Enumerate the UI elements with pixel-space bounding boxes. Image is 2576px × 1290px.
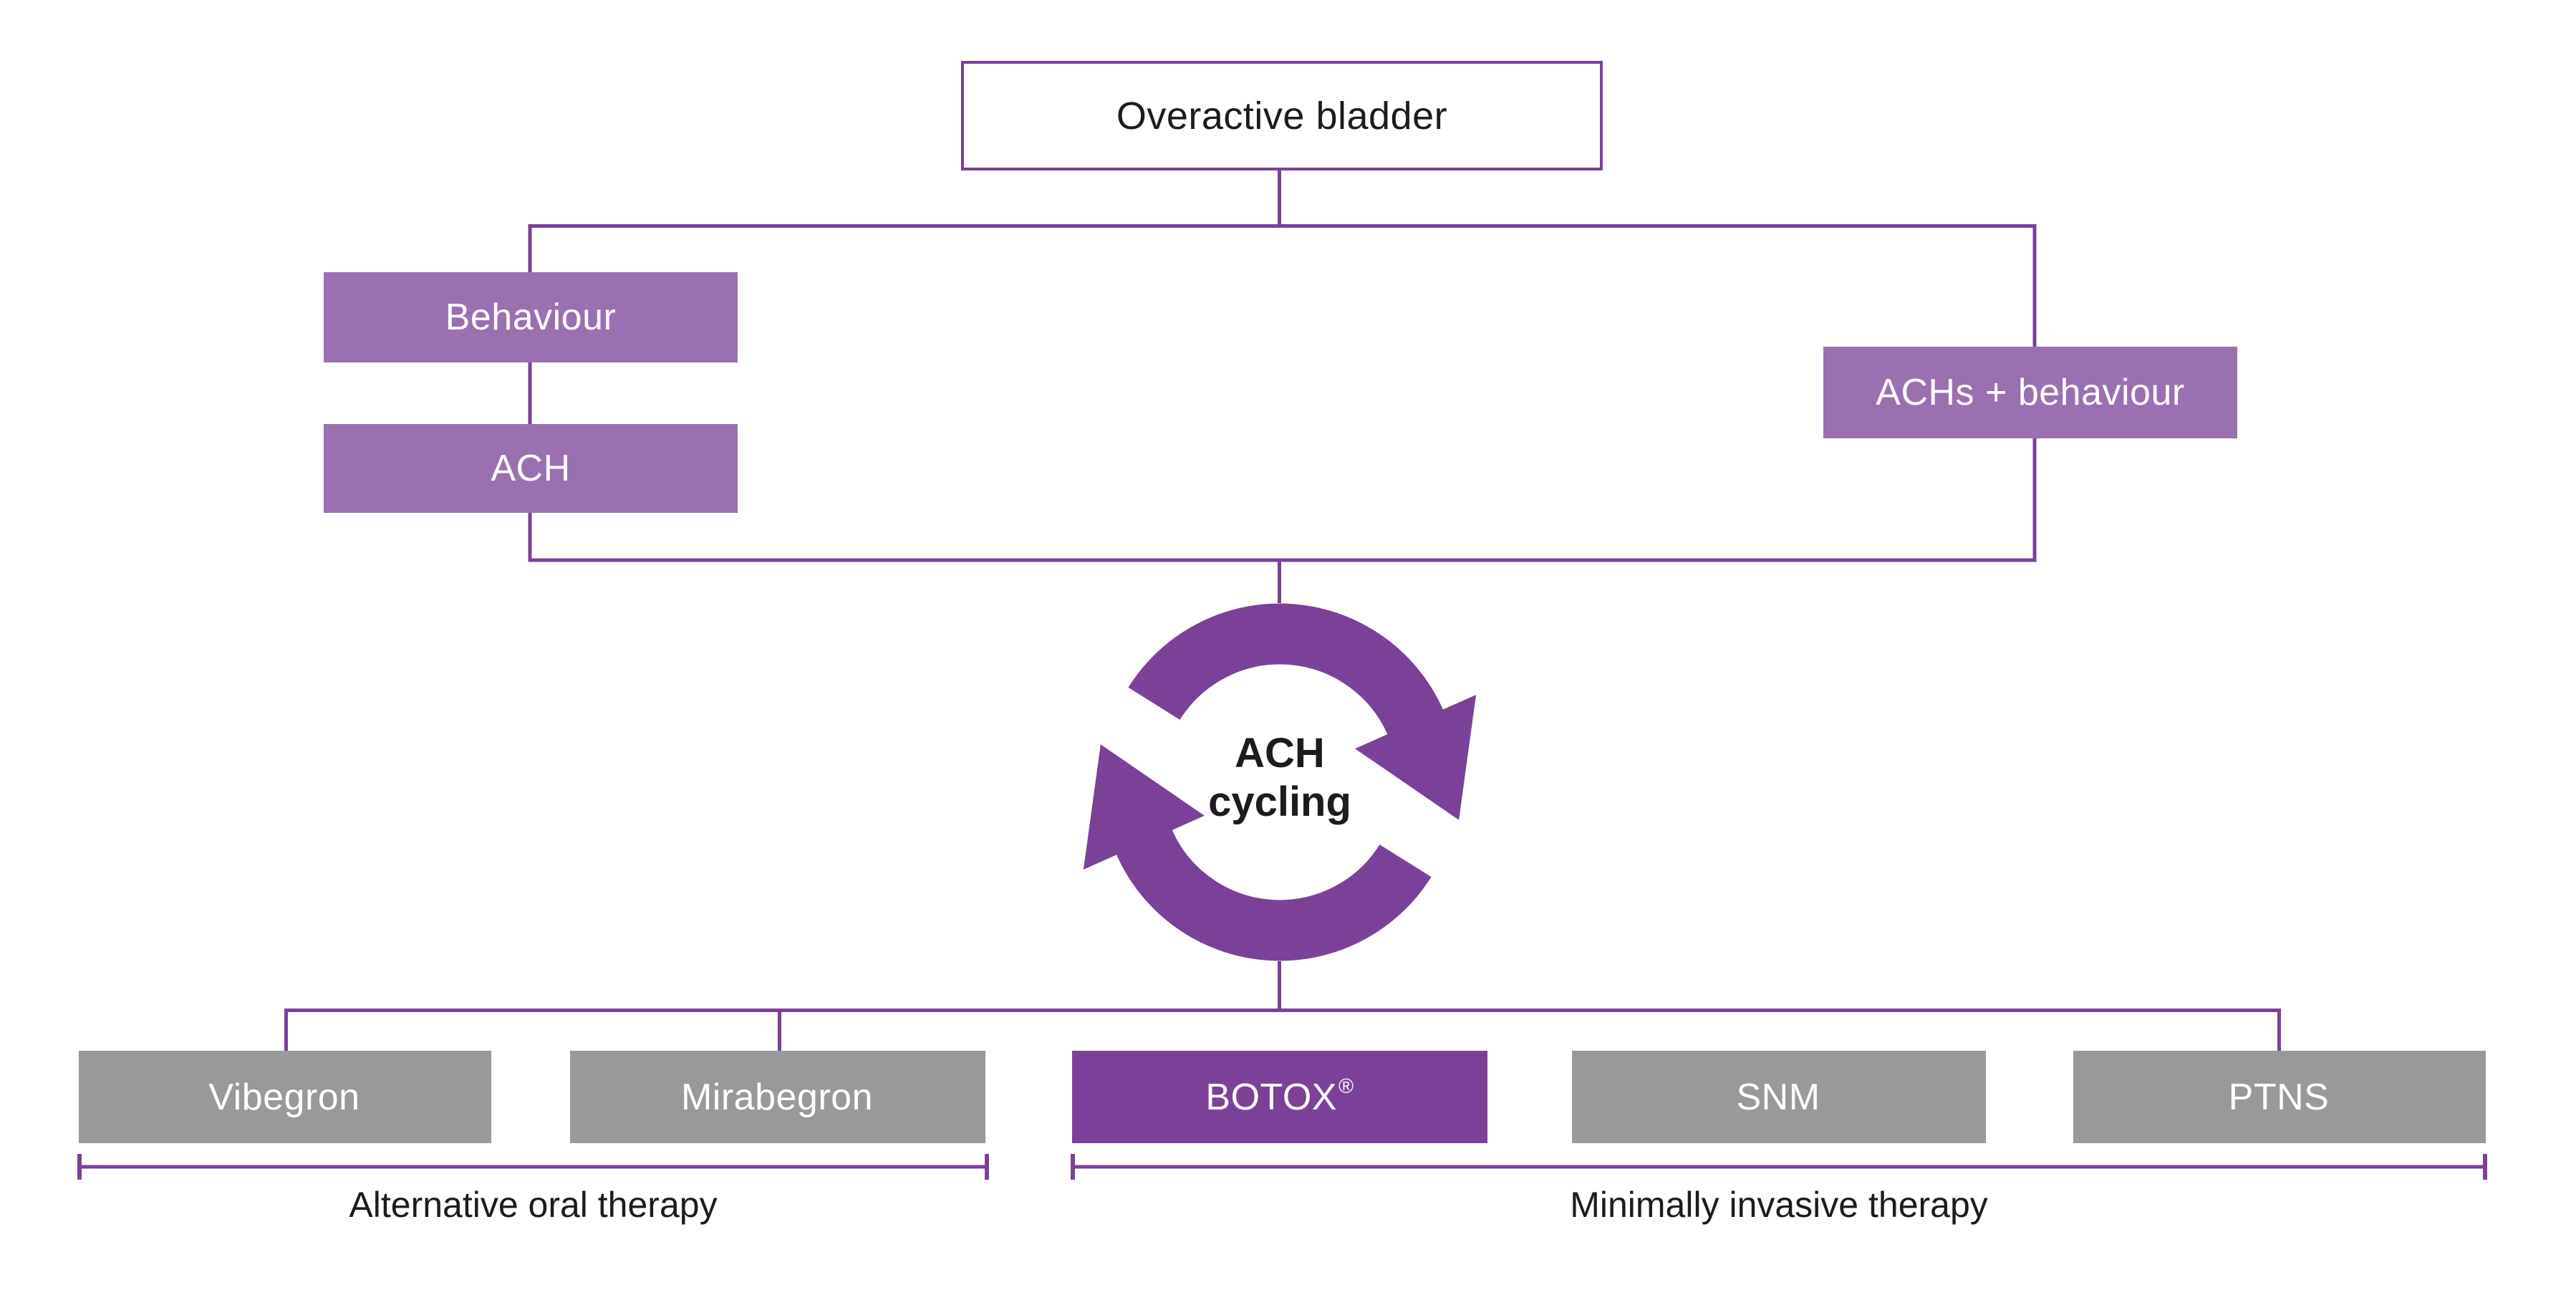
ach-box: ACH: [324, 424, 738, 513]
botox-box: BOTOX®: [1072, 1051, 1487, 1143]
overactive-bladder-box: Overactive bladder: [961, 61, 1603, 170]
ptns-box: PTNS: [2073, 1051, 2486, 1143]
cycle-arrows-icon: [1083, 603, 1477, 961]
left-group-bracket-ticks: [77, 1154, 989, 1180]
treatment-connector-line: [284, 1009, 2281, 1051]
vibegron-box: Vibegron: [79, 1051, 491, 1143]
branch-bracket: [528, 224, 2037, 562]
ptns-label: PTNS: [2228, 1076, 2330, 1118]
right-group-bracket-ticks: [1071, 1154, 2487, 1180]
alternative-oral-therapy-label: Alternative oral therapy: [349, 1185, 718, 1225]
minimally-invasive-therapy-label: Minimally invasive therapy: [1570, 1185, 1988, 1225]
achs-plus-behaviour-label: ACHs + behaviour: [1876, 372, 2185, 413]
behaviour-box: Behaviour: [324, 272, 738, 362]
botox-label: BOTOX®: [1205, 1074, 1354, 1118]
ach-cycling-line1: ACH: [1235, 730, 1325, 776]
snm-label: SNM: [1736, 1076, 1820, 1118]
achs-plus-behaviour-box: ACHs + behaviour: [1823, 347, 2237, 438]
ach-cycling-line2: cycling: [1208, 779, 1351, 825]
mirabegron-label: Mirabegron: [680, 1076, 874, 1118]
ach-cycling-label: ACH cycling: [1144, 729, 1416, 827]
behaviour-label: Behaviour: [445, 297, 617, 338]
vibegron-label: Vibegron: [208, 1076, 360, 1118]
snm-box: SNM: [1572, 1051, 1986, 1143]
overactive-bladder-label: Overactive bladder: [1116, 94, 1448, 138]
ach-label: ACH: [491, 448, 571, 489]
mirabegron-box: Mirabegron: [570, 1051, 985, 1143]
